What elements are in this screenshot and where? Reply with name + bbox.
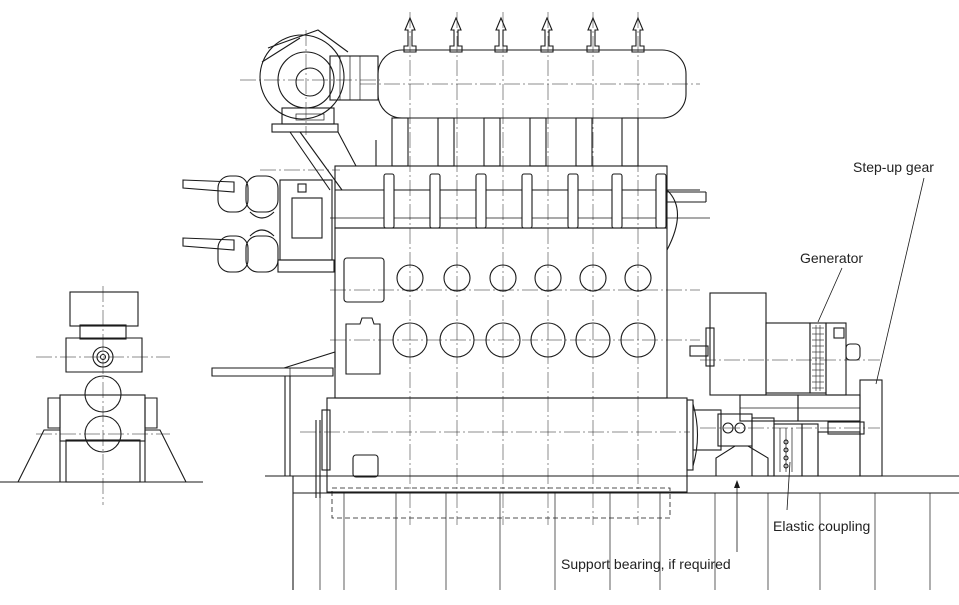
charge-air-cooler bbox=[182, 169, 340, 273]
engine bbox=[211, 12, 710, 525]
step-up-gear-leader bbox=[875, 177, 925, 385]
generator bbox=[689, 292, 880, 422]
support-bearing-label: Support bearing, if required bbox=[561, 556, 731, 572]
support-bearing-arrow bbox=[734, 480, 740, 488]
support-bearing bbox=[692, 409, 880, 476]
injector-tops bbox=[403, 16, 645, 53]
elastic-coupling-label: Elastic coupling bbox=[773, 518, 870, 534]
generator-leader bbox=[817, 267, 843, 323]
crankcase-doors-upper bbox=[396, 264, 652, 292]
step-up-gear-label: Step-up gear bbox=[853, 159, 934, 175]
elastic-coupling bbox=[751, 417, 819, 477]
generator-label: Generator bbox=[800, 250, 863, 266]
engine-end-view bbox=[0, 286, 203, 505]
step-up-gear bbox=[817, 379, 883, 477]
turbocharger bbox=[240, 29, 380, 191]
elastic-coupling-leader bbox=[786, 461, 791, 511]
